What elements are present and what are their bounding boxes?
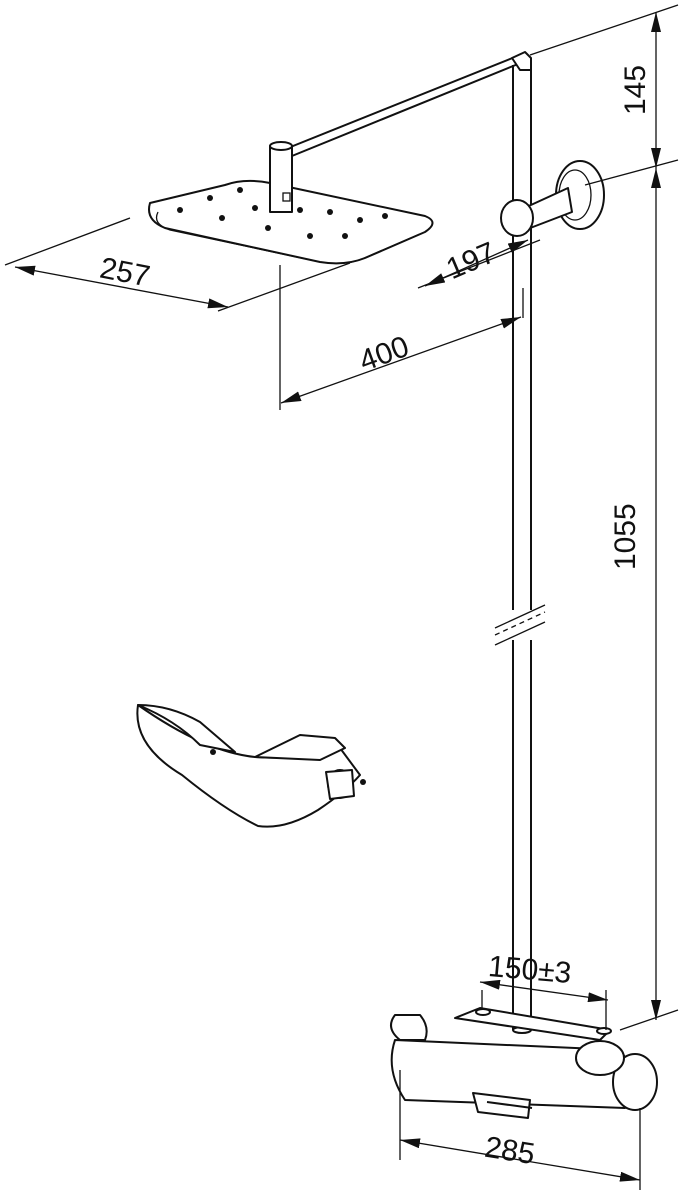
dimension-label-197: 197 [442, 236, 501, 286]
dimension-label-145: 145 [619, 65, 652, 115]
dimension-label-285: 285 [482, 1131, 537, 1171]
dimension-label-1055: 1055 [609, 503, 642, 570]
dimension-label-400: 400 [355, 330, 413, 378]
thermostatic-mixer [390, 1007, 658, 1119]
shower-head-nozzles [177, 187, 388, 239]
wall-bracket [500, 160, 605, 237]
shower-head [148, 141, 434, 265]
dimension-label-257: 257 [97, 252, 152, 294]
overhead-shower-arm [282, 51, 532, 159]
dimension-lines [4, 4, 679, 1190]
dimension-label-150: 150±3 [487, 950, 573, 990]
hand-shower-holder [136, 704, 366, 828]
